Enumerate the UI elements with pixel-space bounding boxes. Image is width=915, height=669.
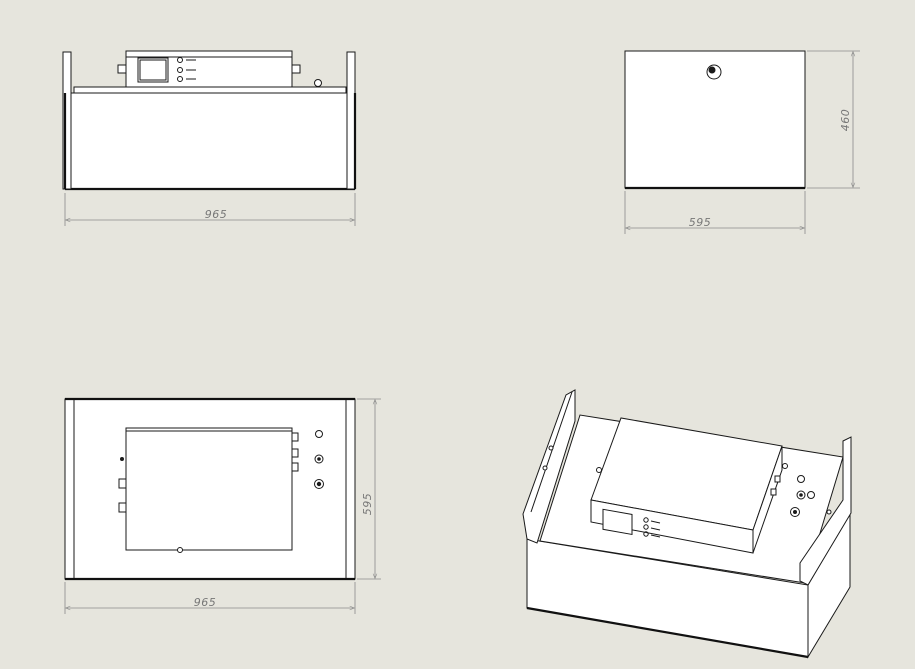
front-view-connector bbox=[117, 64, 127, 74]
front-width-dimension: 965 bbox=[205, 208, 228, 221]
iso-connector bbox=[770, 488, 777, 496]
front-view-fitting bbox=[314, 79, 322, 87]
top-view-knob bbox=[315, 430, 323, 438]
top-view-controller bbox=[125, 427, 293, 551]
iso-indicator bbox=[643, 524, 649, 530]
side-width-dimension: 595 bbox=[689, 216, 712, 229]
top-view-connector bbox=[118, 478, 127, 489]
iso-view bbox=[522, 389, 852, 659]
top-depth-dimension: 595 bbox=[361, 493, 374, 516]
front-view-left-wall bbox=[62, 51, 72, 190]
front-view-connector bbox=[291, 64, 301, 74]
front-view-right-wall bbox=[346, 51, 356, 190]
front-view-indicator bbox=[177, 57, 183, 63]
front-view-ledge bbox=[73, 86, 347, 94]
top-view-connector bbox=[291, 462, 299, 472]
front-view-indicator bbox=[177, 76, 183, 82]
top-width-dimension: 965 bbox=[194, 596, 217, 609]
front-view-indicator bbox=[177, 67, 183, 73]
top-view: 965 595 bbox=[64, 397, 381, 614]
iso-right-wall bbox=[799, 436, 852, 586]
top-view-left-wall bbox=[64, 398, 75, 580]
front-view: 965 bbox=[62, 50, 357, 226]
side-height-dimension: 460 bbox=[839, 109, 852, 132]
front-view-display bbox=[137, 57, 169, 83]
iso-indicator bbox=[643, 531, 649, 537]
top-view-right-wall bbox=[345, 398, 356, 580]
top-view-connector bbox=[291, 448, 299, 458]
side-view: 595 460 bbox=[624, 50, 860, 234]
iso-indicator bbox=[643, 517, 649, 523]
iso-controller-right bbox=[752, 445, 783, 554]
iso-knob bbox=[797, 475, 805, 483]
top-view-connector bbox=[291, 432, 299, 442]
top-view-connector bbox=[118, 502, 127, 513]
front-view-body bbox=[64, 92, 356, 190]
iso-left-wall bbox=[522, 389, 576, 544]
iso-connector bbox=[774, 475, 781, 483]
iso-display bbox=[602, 508, 633, 536]
